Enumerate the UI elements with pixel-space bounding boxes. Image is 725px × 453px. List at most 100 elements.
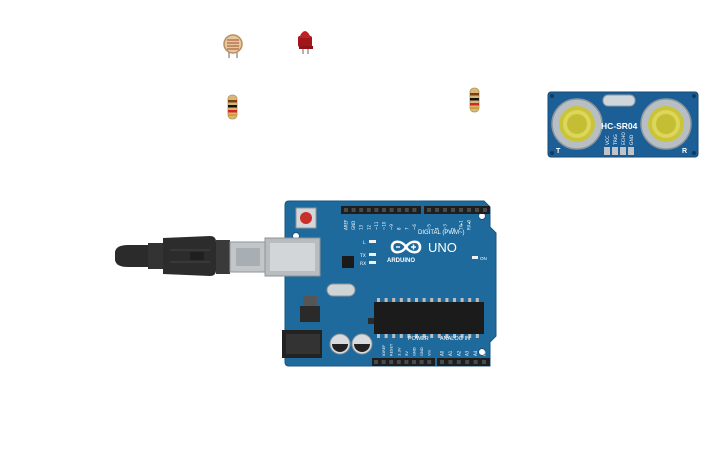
header-pin[interactable]	[396, 360, 401, 364]
sensor-pin-label-vcc: VCC	[605, 136, 611, 145]
header-pin[interactable]	[456, 360, 461, 364]
infinity-logo-icon	[390, 240, 422, 254]
power-pin-label: Vin	[427, 349, 432, 356]
header-pin[interactable]	[475, 208, 479, 212]
reset-button[interactable]	[295, 207, 317, 229]
chip-leg	[384, 298, 388, 302]
header-pin[interactable]	[374, 208, 379, 212]
power-pin-label: GND	[419, 347, 424, 356]
header-pin[interactable]	[366, 208, 371, 212]
sensor-pin[interactable]	[620, 147, 626, 155]
header-pin[interactable]	[459, 208, 463, 212]
header-pin[interactable]	[344, 208, 348, 212]
digital-pin-label: ~5	[427, 224, 432, 230]
digital-pin-label: AREF	[344, 219, 349, 230]
digital-header-left	[341, 206, 421, 214]
sensor-pin[interactable]	[628, 147, 634, 155]
header-pin[interactable]	[451, 208, 455, 212]
led-tx-label: TX	[359, 253, 366, 259]
header-pin[interactable]	[473, 360, 478, 364]
chip-leg	[430, 334, 434, 338]
power-pin-label: 5V	[404, 351, 409, 356]
digital-pin-label: 4	[435, 227, 440, 230]
header-pin[interactable]	[419, 360, 424, 364]
crystal-oscillator	[326, 283, 356, 297]
power-header	[372, 358, 435, 366]
sensor-pin-label-echo: ECHO	[621, 132, 627, 145]
chip-leg	[437, 334, 441, 338]
header-pin[interactable]	[412, 360, 416, 364]
wire-resistor1-top-to-header[interactable]	[232, 118, 369, 207]
digital-pin-label: RX◂0	[467, 219, 472, 230]
header-pin[interactable]	[374, 360, 378, 364]
chip-leg	[475, 334, 479, 338]
resistor-2[interactable]	[469, 87, 480, 113]
analog-in-label: ANALOG IN	[440, 336, 470, 342]
photoresistor[interactable]	[223, 34, 243, 58]
header-pin[interactable]	[482, 360, 486, 364]
header-pin[interactable]	[397, 208, 402, 212]
digital-pin-label: ~11	[374, 221, 379, 230]
header-pin[interactable]	[404, 360, 409, 364]
ultrasonic-sensor[interactable]: HC-SR04 T R VCC TRIG ECHO GND	[547, 91, 699, 158]
header-pin[interactable]	[389, 360, 394, 364]
sensor-pin[interactable]	[612, 147, 618, 155]
chip-leg	[392, 298, 396, 302]
digital-pwm-label: DIGITAL (PWM~)	[418, 230, 465, 236]
header-pin[interactable]	[382, 208, 386, 212]
header-pin[interactable]	[448, 360, 453, 364]
header-pin[interactable]	[465, 360, 470, 364]
analog-pin-label: A4	[473, 350, 478, 356]
wire-sensor-echo-to-pin2[interactable]	[467, 155, 623, 207]
chip-leg	[407, 298, 411, 302]
board-model-text: UNO	[428, 240, 457, 255]
digital-pin-label: 2	[451, 227, 456, 230]
header-pin[interactable]	[351, 208, 356, 212]
chip-leg	[475, 298, 479, 302]
header-pin[interactable]	[467, 208, 471, 212]
digital-pin-label: GND	[351, 221, 356, 230]
header-pin[interactable]	[440, 360, 444, 364]
header-pin[interactable]	[483, 208, 487, 212]
header-pin[interactable]	[381, 360, 386, 364]
wire-led-to-resistor2[interactable]	[308, 52, 474, 93]
header-pin[interactable]	[435, 208, 439, 212]
sensor-t-label: T	[556, 148, 561, 155]
transmitter-transducer	[551, 98, 603, 150]
digital-pin-label: ~9	[389, 224, 394, 230]
header-pin[interactable]	[359, 208, 364, 212]
wire-led-to-pin13[interactable]	[303, 52, 375, 207]
sensor-pin[interactable]	[604, 147, 610, 155]
chip-leg	[460, 298, 464, 302]
chip-leg	[407, 334, 411, 338]
top-pin-holes	[344, 208, 487, 212]
analog-pin-label: A1	[448, 350, 453, 356]
digital-pin-label: TX▸1	[459, 220, 464, 231]
power-pin-label: 3.3V	[396, 347, 401, 356]
header-pin[interactable]	[389, 208, 394, 212]
header-pin[interactable]	[404, 208, 409, 212]
header-pin[interactable]	[427, 360, 432, 364]
chip-leg	[460, 334, 464, 338]
chip-leg	[415, 334, 418, 338]
on-led-label: ON	[480, 256, 487, 261]
header-pin[interactable]	[427, 208, 431, 212]
wire-sensor-trig-to-pin3[interactable]	[461, 155, 615, 207]
header-pin[interactable]	[443, 208, 447, 212]
digital-pin-label: 7	[404, 227, 409, 230]
resistor-1[interactable]	[227, 94, 238, 120]
analog-pin-label: A2	[456, 350, 461, 356]
chip-leg	[445, 334, 449, 338]
red-led[interactable]	[298, 31, 313, 54]
analog-header	[437, 358, 490, 366]
wire-resistor2-to-pin7[interactable]	[443, 110, 474, 207]
usb-b-cable-icon	[115, 236, 267, 276]
arduino-uno-board[interactable]: ARDUINO UNO DIGITAL (PWM~) POWER ANALOG …	[264, 200, 497, 367]
chip-leg	[399, 334, 403, 338]
header-pin[interactable]	[412, 208, 417, 212]
sensor-pin-label-trig: TRIG	[613, 134, 619, 146]
chip-leg	[399, 298, 403, 302]
